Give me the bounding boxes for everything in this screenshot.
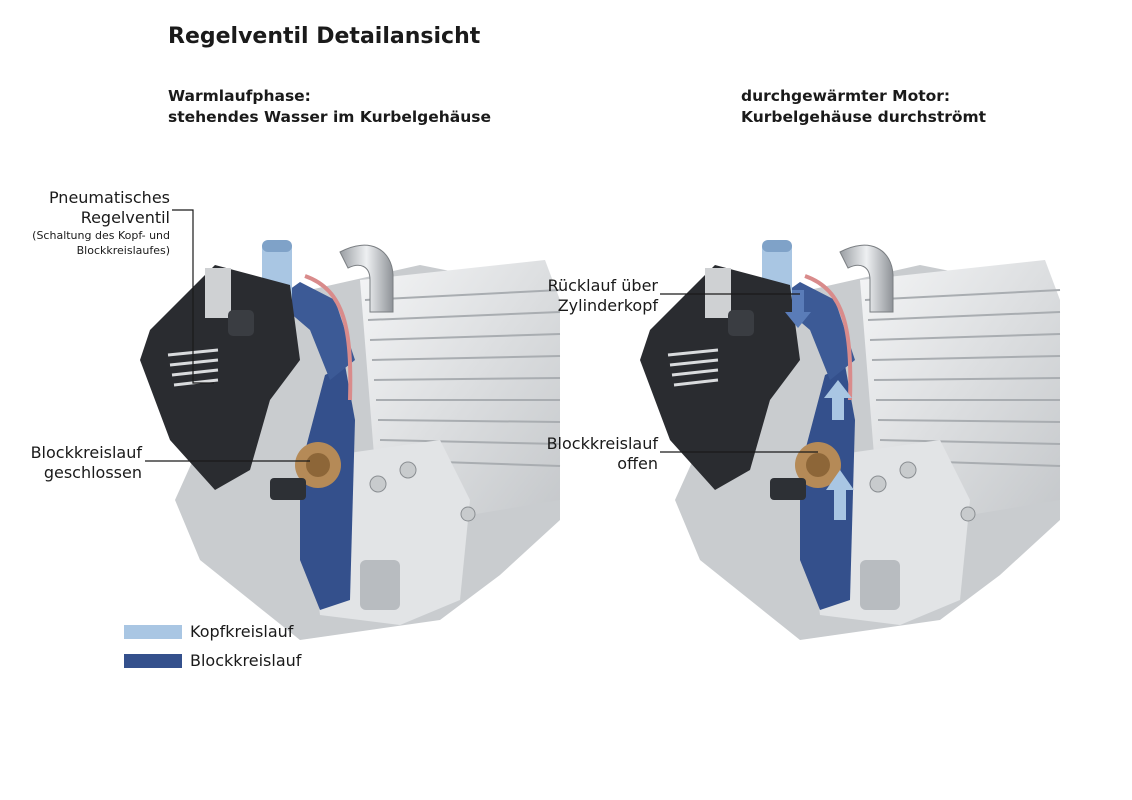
callout-return: Rücklauf über Zylinderkopf <box>548 276 658 316</box>
left-subtitle-line2: stehendes Wasser im Kurbelgehäuse <box>168 108 492 126</box>
page-title: Regelventil Detailansicht <box>168 24 481 49</box>
legend-swatch-head <box>124 624 182 639</box>
callout-block-closed-line1: Blockkreislauf <box>30 443 142 462</box>
right-subtitle-line2: Kurbelgehäuse durchströmt <box>741 108 987 126</box>
callout-valve-line2: Regelventil <box>80 208 170 227</box>
callout-block-open: Blockkreislauf offen <box>547 434 658 474</box>
callout-valve: Pneumatisches Regelventil (Schaltung des… <box>32 188 170 258</box>
legend-item-block: Blockkreislauf <box>124 651 301 670</box>
callout-valve-note2: Blockkreislaufes) <box>76 244 170 257</box>
right-engine-illustration <box>628 238 1062 702</box>
right-subtitle: durchgewärmter Motor: Kurbelgehäuse durc… <box>741 86 986 128</box>
callout-block-closed: Blockkreislauf geschlossen <box>31 443 142 483</box>
callout-return-line2: Zylinderkopf <box>557 296 658 315</box>
flow-arrow-icon <box>824 380 852 420</box>
callout-block-open-line1: Blockkreislauf <box>546 434 658 453</box>
callout-valve-line1: Pneumatisches <box>48 188 170 207</box>
legend-swatch-block <box>124 653 182 668</box>
legend-label-head: Kopfkreislauf <box>190 622 294 641</box>
legend: Kopfkreislauf Blockkreislauf <box>124 622 301 670</box>
callout-block-closed-line2: geschlossen <box>43 463 142 482</box>
flow-arrow-icon <box>826 470 854 520</box>
callout-return-line1: Rücklauf über <box>547 276 658 295</box>
right-subtitle-line1: durchgewärmter Motor: <box>741 87 951 105</box>
callout-block-open-line2: offen <box>617 454 658 473</box>
flow-arrow-icon <box>785 290 811 328</box>
legend-item-head: Kopfkreislauf <box>124 622 301 641</box>
callout-valve-note1: (Schaltung des Kopf- und <box>32 229 170 242</box>
left-subtitle-line1: Warmlaufphase: <box>168 87 311 105</box>
legend-label-block: Blockkreislauf <box>190 651 302 670</box>
left-subtitle: Warmlaufphase: stehendes Wasser im Kurbe… <box>168 86 491 128</box>
